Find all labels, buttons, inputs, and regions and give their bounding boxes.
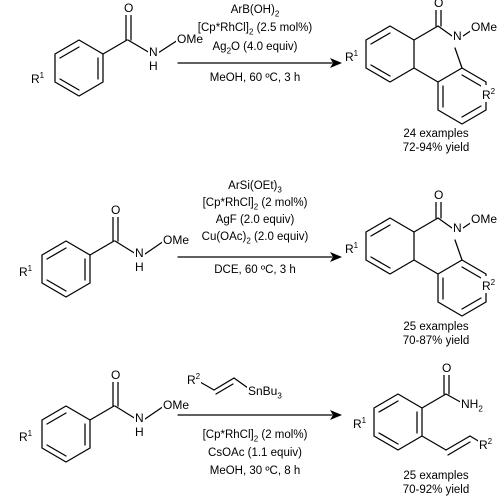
- r1-sm-nh-hydrogen: H: [148, 59, 159, 73]
- r3-vinylstannane: [199, 377, 249, 395]
- r1-prod-r1-label: R1: [344, 47, 360, 64]
- r3-prod-carbonyl-oxygen: O: [441, 361, 453, 375]
- r3-arrow: [177, 410, 342, 420]
- r2-prod-methoxy: OMe: [470, 212, 499, 226]
- r2-solvent-temp-time: DCE, 60 ºC, 3 h: [214, 264, 296, 276]
- r2-starting-material: [41, 215, 165, 298]
- r2-sm-carbonyl-oxygen: O: [110, 203, 122, 217]
- r2-product: [365, 197, 487, 317]
- r3-prod-r2-label: R2: [478, 435, 494, 452]
- r3-reagent-r2-label: R2: [186, 370, 202, 387]
- r2-fluoride-source: AgF (2.0 equiv): [215, 214, 295, 226]
- r3-sm-r1-label: R1: [18, 427, 34, 444]
- r3-starting-material: [41, 380, 165, 463]
- r1-sm-nitrogen: N: [148, 45, 159, 59]
- r2-catalyst: [Cp*RhCl]2 (2 mol%): [202, 197, 308, 212]
- r1-yield-range: 72-94% yield: [402, 142, 470, 154]
- r1-reagent-boronic-acid: ArB(OH)2: [230, 4, 280, 19]
- r3-prod-amide-nh2: NH2: [460, 397, 484, 416]
- r3-example-count: 25 examples: [403, 470, 469, 482]
- r3-solvent-temp-time: MeOH, 30 ºC, 8 h: [209, 465, 301, 477]
- r1-sm-r1-label: R1: [30, 69, 46, 86]
- r2-copper-oxidant: Cu(OAc)2 (2.0 equiv): [201, 231, 309, 246]
- r1-prod-methoxy: OMe: [470, 20, 499, 34]
- r2-example-count: 25 examples: [403, 321, 469, 333]
- r3-sm-nitrogen: N: [134, 411, 145, 425]
- r2-sm-methoxy: OMe: [162, 233, 191, 247]
- r2-yield-range: 70-87% yield: [402, 335, 470, 347]
- r1-product: [365, 5, 487, 125]
- r1-arrow: [177, 58, 342, 68]
- r2-prod-r2-label: R2: [481, 276, 497, 293]
- r3-yield-range: 70-92% yield: [402, 484, 470, 496]
- r3-catalyst: [Cp*RhCl]2 (2 mol%): [202, 429, 308, 444]
- r3-sm-methoxy: OMe: [162, 398, 191, 412]
- r2-sm-r1-label: R1: [18, 262, 34, 279]
- r1-example-count: 24 examples: [403, 128, 469, 140]
- r1-oxidant: Ag2O (4.0 equiv): [212, 41, 298, 56]
- r2-prod-nitrogen: N: [452, 221, 463, 235]
- r1-prod-carbonyl-oxygen: O: [433, 0, 445, 10]
- r1-catalyst: [Cp*RhCl]2 (2.5 mol%): [197, 22, 313, 37]
- r2-sm-nh-hydrogen: H: [134, 260, 145, 274]
- r3-sm-carbonyl-oxygen: O: [110, 368, 122, 382]
- r1-prod-r2-label: R2: [481, 85, 497, 102]
- r2-sm-nitrogen: N: [134, 246, 145, 260]
- r1-solvent-temp-time: MeOH, 60 ºC, 3 h: [209, 72, 301, 84]
- r2-prod-carbonyl-oxygen: O: [433, 188, 445, 202]
- r3-base: CsOAc (1.1 equiv): [208, 447, 302, 459]
- r3-reagent-tributyltin: SnBu3: [247, 384, 283, 403]
- r3-sm-nh-hydrogen: H: [134, 425, 145, 439]
- r1-starting-material: [54, 13, 179, 97]
- r1-sm-methoxy: OMe: [176, 32, 205, 46]
- r1-prod-nitrogen: N: [452, 29, 463, 43]
- r2-reagent-silane: ArSi(OEt)3: [228, 180, 282, 195]
- r2-prod-r1-label: R1: [344, 239, 360, 256]
- r3-prod-r1-label: R1: [352, 414, 368, 431]
- r1-sm-carbonyl-oxygen: O: [123, 1, 135, 15]
- r2-arrow: [177, 252, 342, 262]
